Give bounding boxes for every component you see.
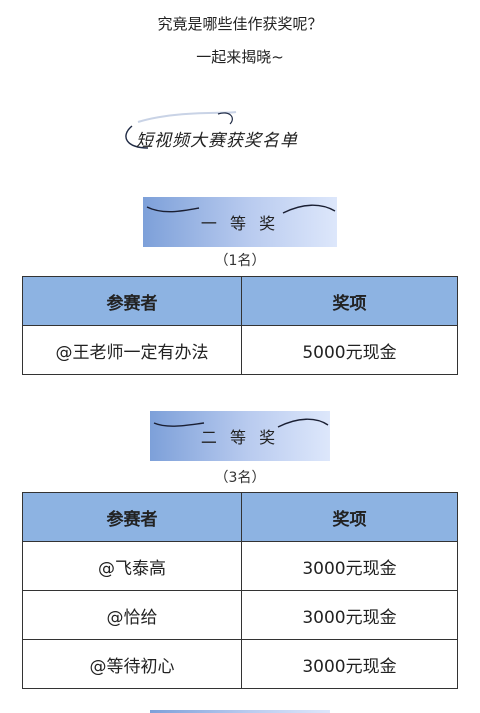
table-row: @飞泰高 3000元现金 <box>22 541 458 591</box>
second-prize-count: （3名） <box>214 470 266 486</box>
participant-cell: @恰给 <box>22 590 242 640</box>
list-title: 短视频大赛获奖名单 <box>118 108 328 158</box>
table-header-row: 参赛者 奖项 <box>22 492 458 542</box>
participant-cell: @飞泰高 <box>22 541 242 591</box>
prize-cell: 3000元现金 <box>241 541 458 591</box>
brush-swash-icon <box>125 111 237 149</box>
list-title-text: 短视频大赛获奖名单 <box>136 131 298 151</box>
table-row: @恰给 3000元现金 <box>22 590 458 640</box>
second-prize-label: 二 等 奖 <box>200 428 280 447</box>
table-header-row: 参赛者 奖项 <box>22 276 458 326</box>
table-row: @等待初心 3000元现金 <box>22 639 458 689</box>
second-prize-table: 参赛者 奖项 @飞泰高 3000元现金 @恰给 3000元现金 @等待初心 30… <box>22 492 458 689</box>
participant-cell: @王老师一定有办法 <box>22 325 242 375</box>
prize-cell: 5000元现金 <box>241 325 458 375</box>
first-prize-count: （1名） <box>214 253 266 269</box>
prize-cell: 3000元现金 <box>241 639 458 689</box>
wave-line-icon <box>153 418 329 428</box>
table-row: @王老师一定有办法 5000元现金 <box>22 325 458 375</box>
first-prize-label: 一 等 奖 <box>200 214 280 233</box>
first-prize-banner: 一 等 奖 <box>143 197 337 247</box>
column-header-prize: 奖项 <box>241 492 458 542</box>
first-prize-table: 参赛者 奖项 @王老师一定有办法 5000元现金 <box>22 276 458 375</box>
participant-cell: @等待初心 <box>22 639 242 689</box>
intro-question: 究竟是哪些佳作获奖呢？ <box>157 15 323 33</box>
column-header-participant: 参赛者 <box>22 276 242 326</box>
next-prize-banner <box>150 710 330 713</box>
wave-line-icon <box>146 204 336 214</box>
second-prize-banner: 二 等 奖 <box>150 411 330 461</box>
intro-reveal: 一起来揭晓~ <box>196 48 284 66</box>
column-header-prize: 奖项 <box>241 276 458 326</box>
prize-cell: 3000元现金 <box>241 590 458 640</box>
column-header-participant: 参赛者 <box>22 492 242 542</box>
